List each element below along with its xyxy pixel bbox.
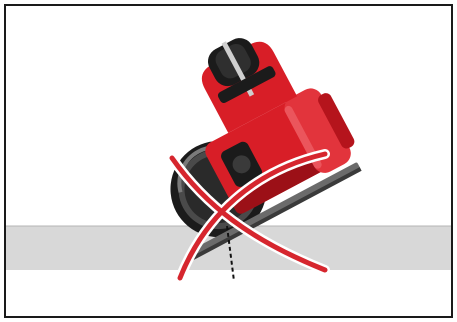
instruction-illustration — [0, 0, 457, 322]
